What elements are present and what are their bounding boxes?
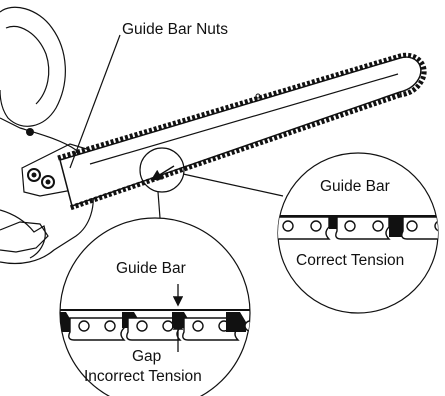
bar-edge-right — [278, 215, 438, 217]
connector-right — [182, 173, 284, 197]
bar-groove — [89, 73, 399, 165]
label-gap: Gap — [132, 348, 161, 365]
label-guide-bar-nuts: Guide Bar Nuts — [122, 21, 228, 38]
body-rivet — [26, 128, 34, 136]
nuts-leader-line — [69, 34, 121, 169]
incorrect-tension-view: Guide Bar Gap Incorrect Tension — [59, 217, 251, 396]
guide-bar — [57, 52, 427, 211]
bar-edge-left — [60, 309, 250, 311]
chain-links-right — [278, 216, 438, 240]
label-guide-bar-left: Guide Bar — [116, 260, 186, 277]
saw-handle-inner — [5, 25, 50, 105]
chain-top — [57, 52, 427, 161]
label-correct-tension: Correct Tension — [296, 252, 404, 269]
detail-callout-circle — [139, 147, 185, 193]
saw-body — [0, 6, 95, 265]
saw-handle — [0, 6, 66, 127]
correct-tension-view: Guide Bar Correct Tension — [277, 152, 439, 314]
saw-housing-lower — [0, 209, 46, 259]
detail-arrow — [150, 165, 175, 181]
label-guide-bar-right: Guide Bar — [320, 178, 390, 195]
bar-hole — [255, 93, 261, 99]
label-incorrect-tension: Incorrect Tension — [84, 368, 202, 385]
chain-bottom — [69, 92, 401, 211]
connector-left — [157, 191, 161, 219]
saw-front-guard — [0, 221, 49, 253]
saw-housing — [0, 117, 94, 265]
